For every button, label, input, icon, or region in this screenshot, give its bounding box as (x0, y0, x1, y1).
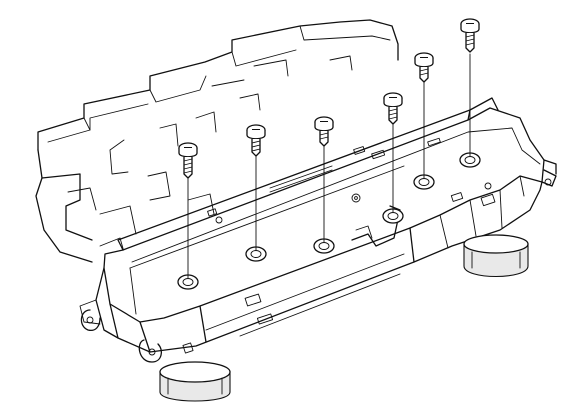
rotary-knob-left (159, 361, 231, 402)
screw-holes (177, 152, 481, 290)
screw-hole-5 (413, 174, 435, 190)
screw-3 (314, 116, 334, 147)
screw-1 (178, 142, 198, 179)
leader-lines (187, 53, 471, 279)
rotary-knob-right (463, 234, 529, 278)
control-housing (79, 97, 557, 363)
rear-panel-assembly (35, 19, 399, 263)
screw-2 (246, 124, 266, 157)
screw-4 (383, 92, 403, 125)
screw-6 (460, 18, 480, 53)
screw-5 (414, 52, 434, 83)
